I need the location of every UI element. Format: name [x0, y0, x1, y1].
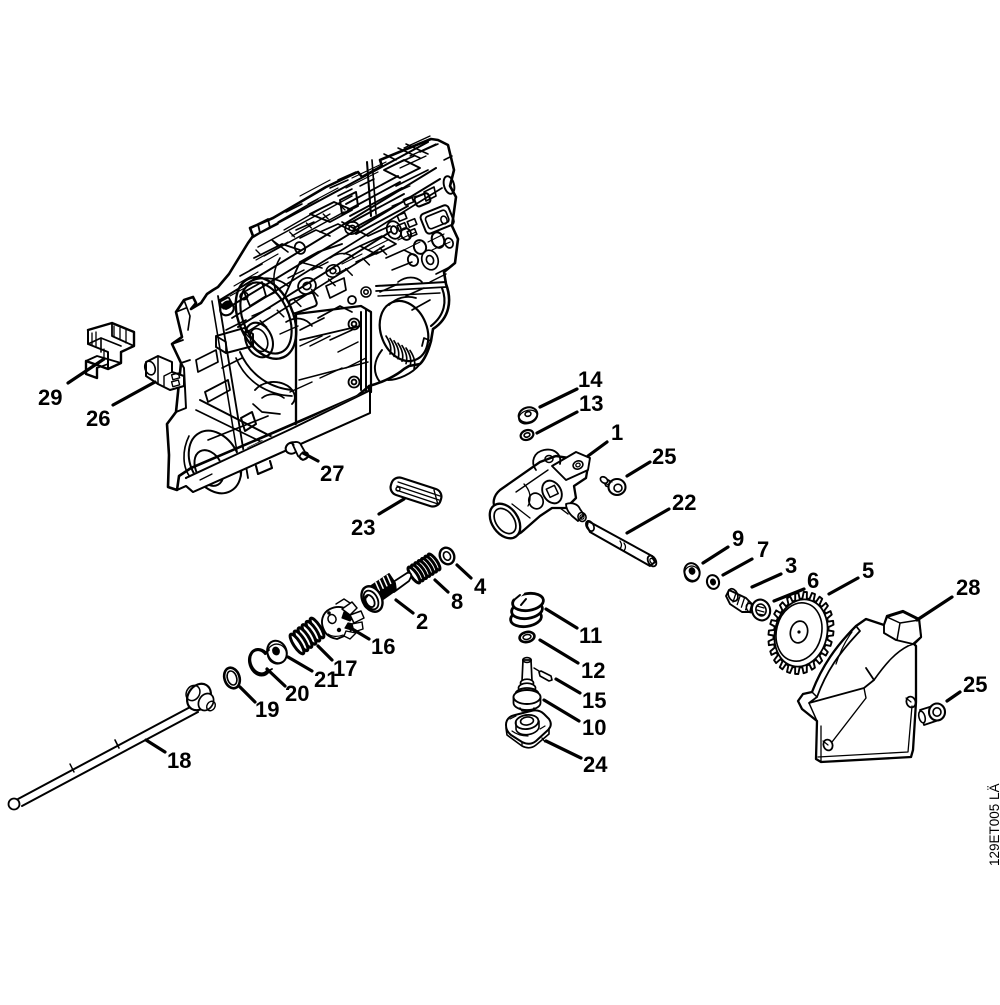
svg-text:5: 5 — [862, 558, 874, 583]
svg-text:7: 7 — [757, 537, 769, 562]
svg-text:14: 14 — [578, 367, 603, 392]
svg-text:12: 12 — [581, 658, 605, 683]
svg-text:8: 8 — [451, 589, 463, 614]
svg-text:4: 4 — [474, 574, 487, 599]
svg-text:19: 19 — [255, 697, 279, 722]
svg-text:6: 6 — [807, 568, 819, 593]
svg-text:21: 21 — [314, 667, 338, 692]
svg-text:18: 18 — [167, 748, 191, 773]
svg-text:10: 10 — [582, 715, 606, 740]
svg-text:11: 11 — [579, 623, 602, 648]
svg-text:23: 23 — [351, 515, 375, 540]
svg-text:29: 29 — [38, 385, 62, 410]
svg-text:3: 3 — [785, 553, 797, 578]
svg-text:17: 17 — [333, 656, 357, 681]
svg-text:25: 25 — [652, 444, 676, 469]
svg-text:1: 1 — [611, 420, 623, 445]
svg-text:26: 26 — [86, 406, 110, 431]
svg-text:25: 25 — [963, 672, 987, 697]
svg-text:28: 28 — [956, 575, 980, 600]
svg-text:13: 13 — [579, 391, 603, 416]
svg-text:129ET005 LÄ: 129ET005 LÄ — [987, 783, 1000, 866]
svg-text:2: 2 — [416, 609, 428, 634]
svg-text:9: 9 — [732, 526, 744, 551]
svg-text:16: 16 — [371, 634, 395, 659]
svg-text:15: 15 — [582, 688, 606, 713]
svg-text:20: 20 — [285, 681, 309, 706]
svg-text:22: 22 — [672, 490, 696, 515]
svg-text:24: 24 — [583, 752, 608, 777]
svg-text:27: 27 — [320, 461, 344, 486]
